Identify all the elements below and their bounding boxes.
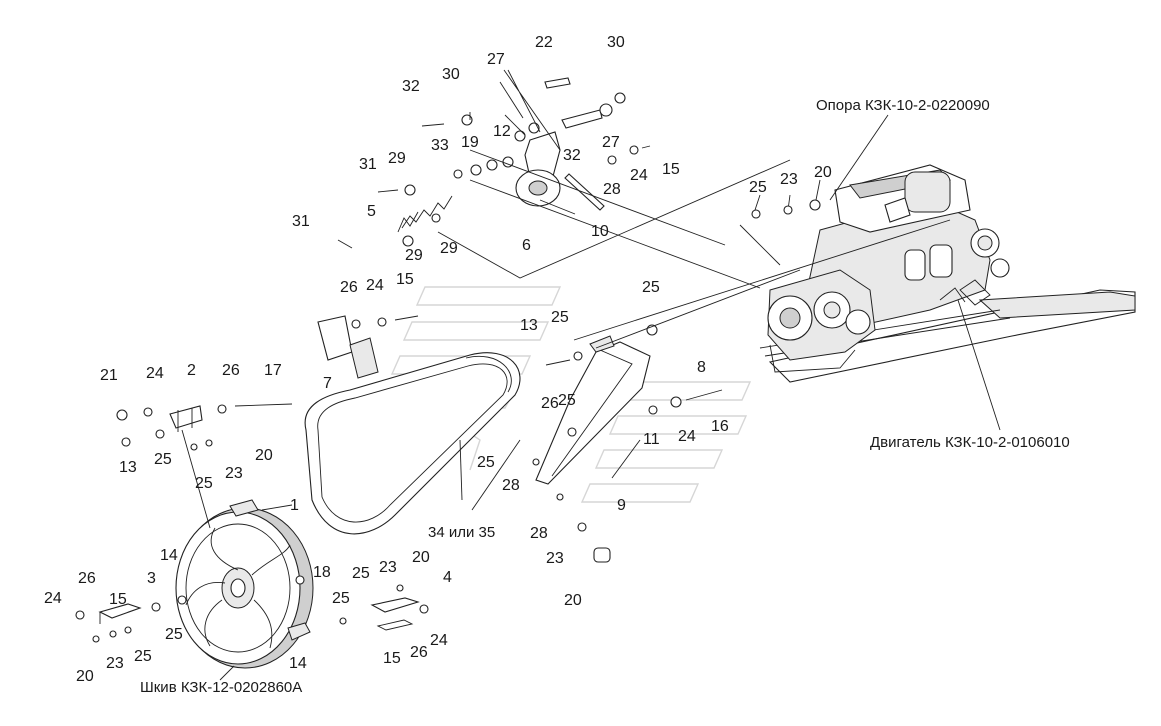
callout-number: 24 <box>678 428 696 445</box>
callout-number: 33 <box>431 137 449 154</box>
callout-number: 23 <box>106 655 124 672</box>
callout-number: 27 <box>487 51 505 68</box>
bracket-left <box>75 602 161 643</box>
callout-number: 15 <box>396 271 414 288</box>
callout-number: 22 <box>535 34 553 51</box>
callout-numbers: 1 2 3 4 5 6 7 8 9 10 11 12 13 13 14 14 1… <box>44 34 832 685</box>
bracket-top-left <box>116 403 293 529</box>
callout-number: 7 <box>323 375 332 392</box>
callout-number: 30 <box>442 66 460 83</box>
callout-number: 1 <box>290 497 299 514</box>
callout-number: 28 <box>603 181 621 198</box>
callout-number: 32 <box>563 147 581 164</box>
callout-number: 23 <box>546 550 564 567</box>
callout-number: 23 <box>780 171 798 188</box>
callout-number: 27 <box>602 134 620 151</box>
tension-spring <box>337 123 453 249</box>
callout-number: 5 <box>367 203 376 220</box>
callout-number: 6 <box>522 237 531 254</box>
callout-number: 24 <box>44 590 62 607</box>
captions: Опора КЗК-10-2-0220090 Двигатель КЗК-10-… <box>140 97 1070 696</box>
callout-number: 12 <box>493 123 511 140</box>
mount-plate <box>317 315 419 379</box>
callout-number: 26 <box>541 395 559 412</box>
callout-number: 3 <box>147 570 156 587</box>
leader-lines <box>219 69 1001 681</box>
callout-number: 15 <box>109 591 127 608</box>
callout-number: 24 <box>146 365 164 382</box>
callout-number: 23 <box>225 465 243 482</box>
callout-number: 19 <box>461 134 479 151</box>
callout-number: 13 <box>119 459 137 476</box>
callout-number: 25 <box>558 392 576 409</box>
callout-number: 26 <box>410 644 428 661</box>
tensioner-arm <box>453 77 651 215</box>
callout-number: 9 <box>617 497 626 514</box>
callout-number: 26 <box>340 279 358 296</box>
callout-number: 25 <box>642 279 660 296</box>
callout-number: 26 <box>222 362 240 379</box>
callout-number: 10 <box>591 223 609 240</box>
callout-number: 25 <box>165 626 183 643</box>
callout-number: 29 <box>440 240 458 257</box>
callout-number: 25 <box>332 590 350 607</box>
caption-belt: 34 или 35 <box>428 524 495 541</box>
callout-number: 15 <box>662 161 680 178</box>
callout-number: 20 <box>814 164 832 181</box>
callout-number: 23 <box>379 559 397 576</box>
engine-assembly <box>759 164 1136 383</box>
callout-number: 30 <box>607 34 625 51</box>
callout-number: 26 <box>78 570 96 587</box>
callout-number: 24 <box>366 277 384 294</box>
callout-number: 25 <box>551 309 569 326</box>
callout-number: 13 <box>520 317 538 334</box>
callout-number: 14 <box>289 655 307 672</box>
callout-number: 20 <box>412 549 430 566</box>
pulley-assembly <box>175 499 314 669</box>
belt-guard <box>532 324 723 563</box>
callout-number: 18 <box>313 564 331 581</box>
callout-number: 24 <box>630 167 648 184</box>
callout-number: 25 <box>154 451 172 468</box>
callout-number: 25 <box>749 179 767 196</box>
caption-shkiv: Шкив КЗК-12-0202860А <box>140 679 302 696</box>
callout-number: 20 <box>564 592 582 609</box>
callout-number: 2 <box>187 362 196 379</box>
v-belt <box>304 352 521 535</box>
bracket-right <box>339 584 429 631</box>
callout-number: 28 <box>502 477 520 494</box>
callout-number: 11 <box>643 431 660 448</box>
callout-number: 32 <box>402 78 420 95</box>
callout-number: 28 <box>530 525 548 542</box>
callout-number: 29 <box>388 150 406 167</box>
callout-number: 16 <box>711 418 729 435</box>
callout-number: 8 <box>697 359 706 376</box>
callout-number: 20 <box>255 447 273 464</box>
callout-number: 31 <box>292 213 310 230</box>
callout-number: 20 <box>76 668 94 685</box>
callout-number: 4 <box>443 569 452 586</box>
callout-number: 25 <box>195 475 213 492</box>
callout-number: 25 <box>134 648 152 665</box>
callout-number: 25 <box>477 454 495 471</box>
callout-number: 31 <box>359 156 377 173</box>
callout-number: 29 <box>405 247 423 264</box>
callout-number: 14 <box>160 547 178 564</box>
callout-number: 15 <box>383 650 401 667</box>
callout-number: 17 <box>264 362 282 379</box>
caption-dvigatel: Двигатель КЗК-10-2-0106010 <box>870 434 1070 451</box>
callout-number: 25 <box>352 565 370 582</box>
caption-opora: Опора КЗК-10-2-0220090 <box>816 97 990 114</box>
callout-number: 24 <box>430 632 448 649</box>
callout-number: 21 <box>100 367 118 384</box>
